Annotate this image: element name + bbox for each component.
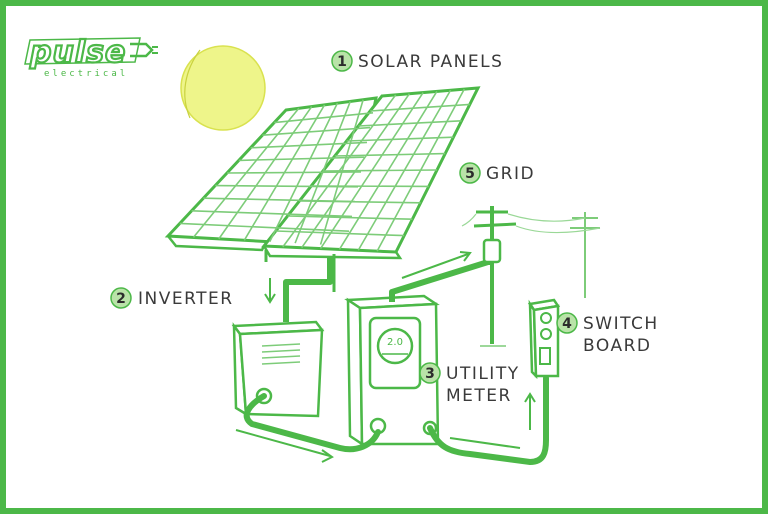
panel-cell-line	[226, 171, 362, 174]
label-2: 2 INVERTER	[110, 287, 234, 309]
solar-panels-illustration	[164, 86, 481, 292]
component-label-text: SWITCH	[583, 314, 659, 334]
panel-cell-line	[191, 210, 353, 218]
inverter-to-meter-cable	[243, 393, 381, 453]
panel-cell-line	[274, 112, 374, 124]
panel-cell-line	[299, 200, 421, 204]
panel-cell-line	[250, 141, 368, 149]
number-badge	[459, 162, 481, 184]
component-label-text: BOARD	[583, 336, 651, 356]
switch-board-illustration	[527, 298, 561, 380]
logo-wordmark: pulse	[29, 35, 126, 70]
number-badge-text: 3	[425, 366, 435, 382]
up-arrow-icon	[459, 251, 472, 262]
logo-tagline: electrical	[44, 69, 128, 79]
component-label-text: GRID	[486, 164, 535, 184]
up-arrow-icon-2	[524, 392, 536, 403]
panel-cell-line	[346, 136, 454, 142]
number-badge	[556, 312, 578, 334]
label-5: 5 GRID	[459, 162, 535, 184]
meter-display: 2.0	[387, 337, 403, 348]
panel-cell-line	[370, 103, 470, 112]
logo-backdrop	[24, 37, 141, 65]
panel-cell-line	[275, 230, 405, 237]
component-label-text: METER	[446, 386, 512, 406]
number-badge-text: 4	[562, 316, 572, 332]
number-badge-text: 5	[465, 166, 475, 182]
component-label-text: UTILITY	[446, 364, 520, 384]
number-badge	[331, 50, 353, 72]
number-badge	[110, 287, 132, 309]
panel-cell-line	[179, 222, 350, 232]
sun-icon	[180, 45, 266, 131]
panel-cell-line	[358, 120, 462, 127]
number-badge-text: 2	[116, 291, 126, 307]
panel-cell-line	[334, 152, 446, 157]
panel-cell-line	[238, 156, 365, 162]
pulse-electrical-logo: pulse electrical	[24, 34, 158, 79]
panel-cell-line	[287, 215, 413, 220]
panel-cell-line	[322, 169, 438, 172]
number-badge	[419, 362, 441, 384]
grid-power-lines-illustration	[461, 206, 601, 347]
inverter-illustration	[231, 320, 325, 418]
component-label-text: INVERTER	[138, 289, 234, 309]
panel-to-inverter-cable	[283, 258, 333, 322]
number-badge-text: 1	[337, 54, 347, 70]
component-label-text: SOLAR PANELS	[358, 52, 503, 72]
plug-icon	[130, 42, 154, 58]
panel-cell-line	[262, 126, 371, 136]
meter-to-switchboard-cable	[427, 375, 549, 466]
right-arrow-icon	[321, 449, 334, 463]
label-1: 1 SOLAR PANELS	[331, 50, 503, 72]
